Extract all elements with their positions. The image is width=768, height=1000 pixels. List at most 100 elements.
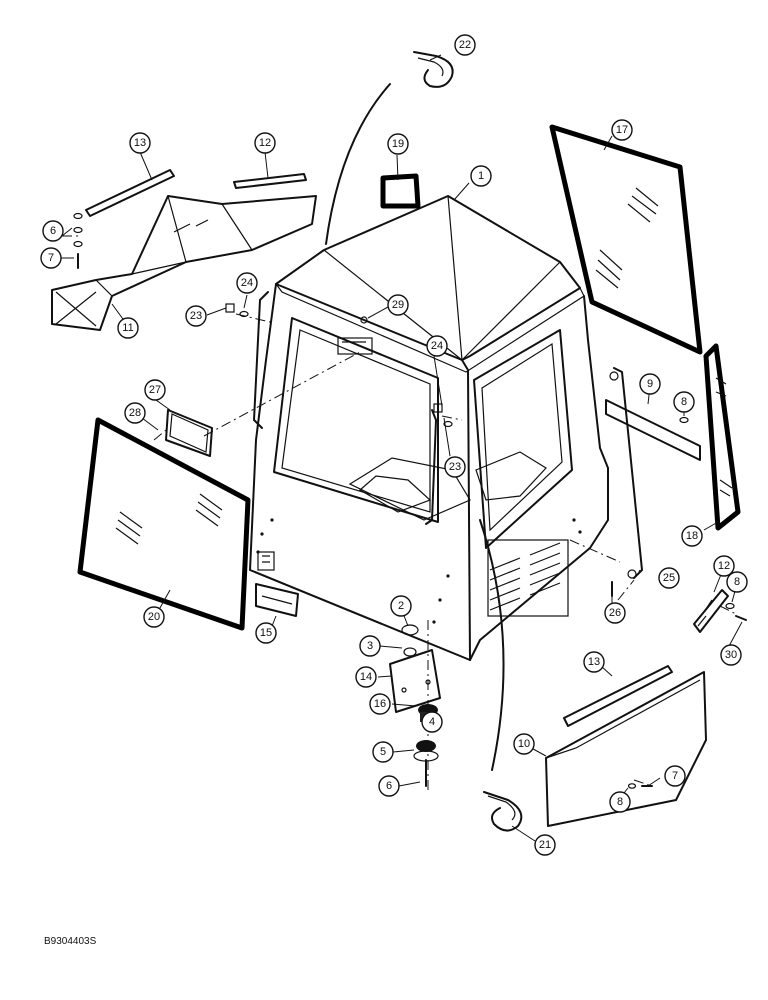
callout-23-upper: 23 (185, 305, 207, 327)
callout-26: 26 (604, 602, 626, 624)
callout-1: 1 (470, 165, 492, 187)
duct-assembly-10 (545, 671, 707, 827)
callout-8-right: 8 (726, 571, 748, 593)
assembly-lines (62, 235, 737, 787)
svg-text:9: 9 (647, 378, 653, 390)
grab-handle-25 (609, 367, 643, 579)
weatherstrip-21 (479, 519, 523, 832)
svg-text:20: 20 (148, 611, 160, 623)
callout-20: 20 (143, 606, 165, 628)
callout-24-upper: 24 (236, 272, 258, 294)
callout-3: 3 (359, 635, 381, 657)
duct-assembly-11 (51, 195, 317, 331)
svg-text:6: 6 (50, 225, 56, 237)
callout-28: 28 (124, 402, 146, 424)
side-plate-15 (255, 583, 299, 617)
svg-text:28: 28 (129, 407, 141, 419)
svg-text:7: 7 (48, 252, 54, 264)
callout-14: 14 (355, 666, 377, 688)
left-window-glass-20 (77, 417, 251, 631)
svg-text:24: 24 (241, 277, 253, 289)
callout-23-lower: 23 (444, 456, 466, 478)
svg-text:18: 18 (686, 530, 698, 542)
svg-text:21: 21 (539, 839, 551, 851)
callout-25: 25 (658, 567, 680, 589)
svg-text:10: 10 (518, 738, 530, 750)
callout-12-lower: 12 (713, 555, 735, 577)
svg-text:27: 27 (149, 384, 161, 396)
callout-17: 17 (611, 119, 633, 141)
svg-text:1: 1 (478, 170, 484, 182)
callout-9: 9 (639, 373, 661, 395)
svg-text:2: 2 (398, 600, 404, 612)
mount-bracket-14 (389, 649, 441, 713)
svg-text:17: 17 (616, 124, 628, 136)
callout-7-lower: 7 (664, 765, 686, 787)
trim-strip-13-upper (85, 169, 175, 217)
callout-24-lower: 24 (426, 335, 448, 357)
right-door-glass-17 (549, 124, 703, 355)
callout-29: 29 (387, 294, 409, 316)
callout-6-lower: 6 (378, 775, 400, 797)
callout-13-upper: 13 (129, 132, 151, 154)
light-27 (165, 409, 213, 457)
svg-text:12: 12 (259, 137, 271, 149)
svg-text:5: 5 (380, 746, 386, 758)
svg-text:22: 22 (459, 39, 471, 51)
callout-11: 11 (117, 317, 139, 339)
callout-22: 22 (454, 34, 476, 56)
svg-text:8: 8 (734, 576, 740, 588)
callout-6-upper: 6 (42, 220, 64, 242)
svg-text:19: 19 (392, 138, 404, 150)
callout-4: 4 (421, 711, 443, 733)
callout-19: 19 (387, 133, 409, 155)
callout-21: 21 (534, 834, 556, 856)
cab-body (249, 195, 609, 661)
callout-5: 5 (372, 741, 394, 763)
svg-text:24: 24 (431, 340, 443, 352)
callout-7-upper: 7 (40, 247, 62, 269)
callout-18: 18 (681, 525, 703, 547)
svg-text:16: 16 (374, 698, 386, 710)
svg-text:3: 3 (367, 640, 373, 652)
svg-text:12: 12 (718, 560, 730, 572)
callout-8-bottom: 8 (609, 791, 631, 813)
svg-text:8: 8 (681, 396, 687, 408)
callout-27: 27 (144, 379, 166, 401)
callout-12-upper: 12 (254, 132, 276, 154)
svg-text:30: 30 (725, 649, 737, 661)
hardware-29 (360, 316, 368, 324)
svg-text:13: 13 (134, 137, 146, 149)
callout-2: 2 (390, 595, 412, 617)
diagram-code: B9304403S (44, 936, 97, 947)
svg-text:13: 13 (588, 656, 600, 668)
callout-16: 16 (369, 693, 391, 715)
callout-8-strip: 8 (673, 391, 695, 413)
trim-strip-12-upper (233, 173, 307, 189)
svg-text:26: 26 (609, 607, 621, 619)
svg-text:6: 6 (386, 780, 392, 792)
hardware-8-strip9 (679, 416, 689, 424)
svg-text:15: 15 (260, 627, 272, 639)
hardware-8-30-lower (627, 602, 747, 789)
hardware-23-24-lower (433, 403, 453, 428)
svg-text:25: 25 (663, 572, 675, 584)
trim-strip-12-lower (693, 589, 729, 633)
svg-text:14: 14 (360, 671, 372, 683)
weatherstrip-22 (325, 51, 454, 245)
callout-10: 10 (513, 733, 535, 755)
svg-text:4: 4 (429, 716, 435, 728)
svg-text:29: 29 (392, 299, 404, 311)
callout-15: 15 (255, 622, 277, 644)
rear-window-19 (380, 173, 421, 209)
svg-text:8: 8 (617, 796, 623, 808)
svg-text:11: 11 (122, 322, 133, 334)
trim-strip-9 (605, 399, 701, 461)
trim-strip-13-lower (563, 665, 673, 727)
callout-30: 30 (720, 644, 742, 666)
callout-13-lower: 13 (583, 651, 605, 673)
svg-text:23: 23 (190, 310, 202, 322)
hardware-6-7-upper (73, 212, 83, 269)
svg-text:23: 23 (449, 461, 461, 473)
